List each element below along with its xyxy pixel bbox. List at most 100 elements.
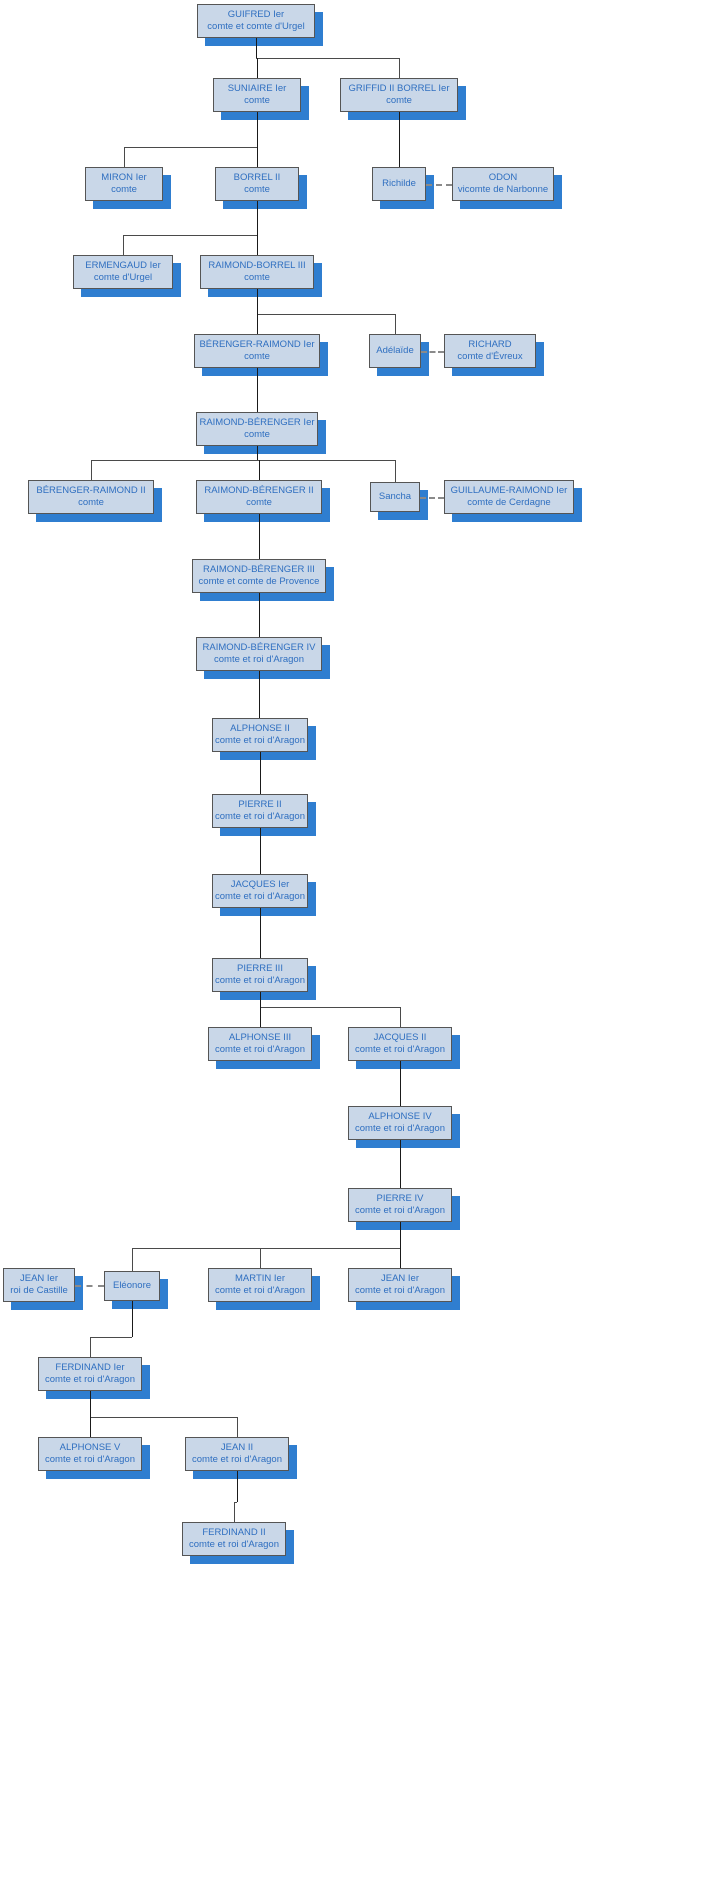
person-name: Richilde (382, 178, 416, 190)
person-name: RAIMOND-BÉRENGER II (204, 485, 314, 497)
person-name: SUNIAIRE Ier (227, 83, 287, 95)
connector-vertical (260, 1248, 261, 1268)
person-title: comte et roi d'Aragon (214, 654, 304, 665)
person-title: comte et roi d'Aragon (45, 1374, 135, 1385)
connector-horizontal (123, 235, 257, 236)
connector-vertical (237, 1417, 238, 1437)
connector-vertical (124, 147, 125, 167)
person-name: Sancha (378, 491, 412, 503)
person-title: comte et roi d'Aragon (215, 735, 305, 746)
person-name: JEAN II (220, 1442, 254, 1454)
connector-vertical (259, 514, 260, 559)
person-name: RAIMOND-BORREL III (208, 260, 306, 272)
person-name: BÉRENGER-RAIMOND II (36, 485, 146, 497)
connector-vertical (90, 1417, 91, 1437)
connector-horizontal (256, 58, 399, 59)
person-title: vicomte de Narbonne (457, 184, 549, 195)
person-title: comte et roi d'Aragon (355, 1044, 445, 1055)
person-name: PIERRE IV (376, 1193, 424, 1205)
connector-horizontal (90, 1417, 237, 1418)
person-name: ERMENGAUD Ier (85, 260, 161, 272)
connector-vertical (260, 752, 261, 794)
person-title: comte et roi d'Aragon (215, 1044, 305, 1055)
person-name: JACQUES Ier (230, 879, 290, 891)
person-title: comte et roi d'Aragon (45, 1454, 135, 1465)
person-title: comte et roi d'Aragon (215, 811, 305, 822)
marriage-connector (420, 497, 444, 499)
connector-vertical (400, 1248, 401, 1268)
person-title: comte (246, 497, 272, 508)
connector-vertical (257, 201, 258, 235)
person-name: GRIFFID II BORREL Ier (348, 83, 450, 95)
person-title: comte (244, 184, 270, 195)
person-title: comte (386, 95, 412, 106)
person-title: comte et roi d'Aragon (215, 975, 305, 986)
connector-horizontal (91, 460, 395, 461)
person-title: comte et roi d'Aragon (215, 1285, 305, 1296)
connector-vertical (395, 314, 396, 334)
person-name: JACQUES II (373, 1032, 427, 1044)
person-name: GUILLAUME-RAIMOND Ier (450, 485, 568, 497)
person-node-eleonore[interactable]: Eléonore (104, 1271, 160, 1301)
person-title: comte et roi d'Aragon (189, 1539, 279, 1550)
connector-horizontal (124, 147, 257, 148)
person-title: comte (78, 497, 104, 508)
person-title: comte (244, 351, 270, 362)
connector-vertical (91, 460, 92, 480)
person-title: comte et comte de Provence (198, 576, 320, 587)
connector-vertical (257, 446, 258, 460)
connector-vertical (123, 235, 124, 255)
person-name: RICHARD (468, 339, 512, 351)
person-title: comte (244, 95, 270, 106)
person-name: ALPHONSE III (228, 1032, 292, 1044)
connector-horizontal (234, 1502, 237, 1503)
person-node-sancha[interactable]: Sancha (370, 482, 420, 512)
person-title: roi de Castille (10, 1285, 68, 1296)
person-name: FERDINAND Ier (55, 1362, 125, 1374)
person-node-adelaide[interactable]: Adélaïde (369, 334, 421, 368)
connector-vertical (400, 1222, 401, 1248)
person-title: comte et roi d'Aragon (192, 1454, 282, 1465)
person-name: PIERRE II (238, 799, 282, 811)
connector-vertical (257, 314, 258, 334)
person-name: BORREL II (233, 172, 281, 184)
connector-horizontal (90, 1337, 132, 1338)
person-title: comte et roi d'Aragon (215, 891, 305, 902)
marriage-connector (421, 351, 444, 353)
connector-horizontal (260, 1007, 400, 1008)
connector-vertical (400, 1140, 401, 1188)
person-node-richilde[interactable]: Richilde (372, 167, 426, 201)
